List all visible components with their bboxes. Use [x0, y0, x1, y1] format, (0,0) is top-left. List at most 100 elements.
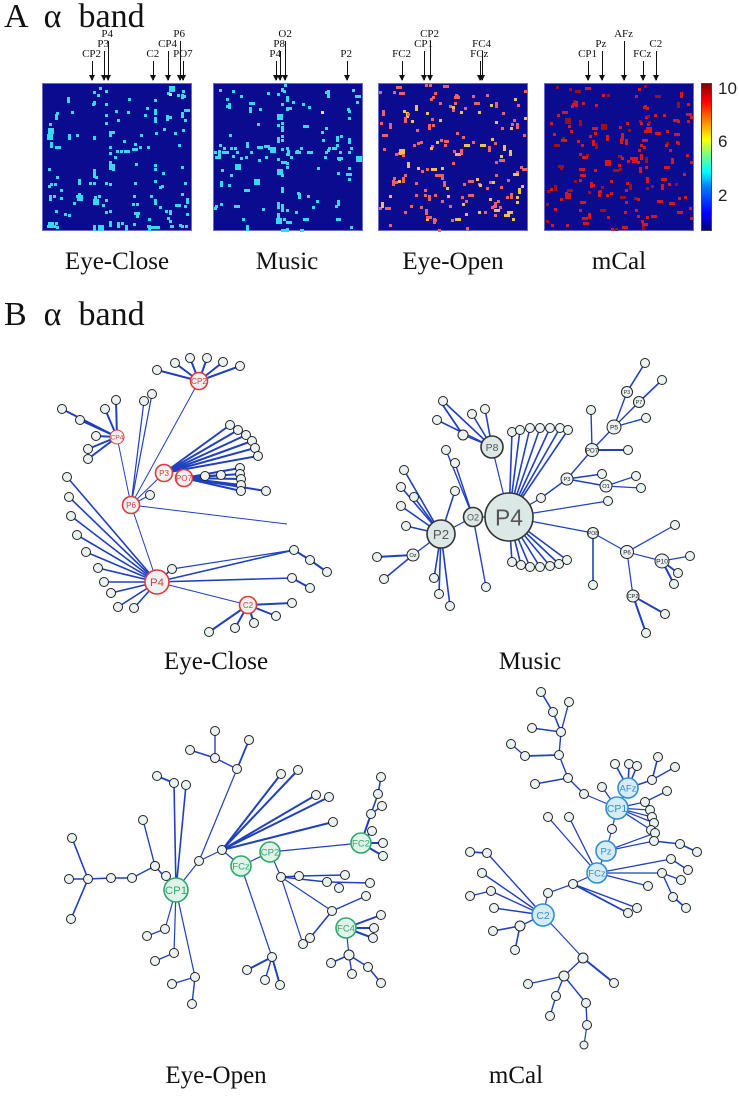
- arrow-head-icon: [621, 75, 627, 81]
- heatmap-cell: [277, 158, 280, 161]
- network-edge: [116, 436, 132, 506]
- heatmap-cell: [497, 200, 500, 203]
- network-node: P5: [606, 419, 622, 435]
- heatmap-cell: [151, 226, 154, 229]
- heatmap-cell: [184, 182, 187, 185]
- heatmap-cell: [336, 136, 339, 142]
- arrow-head-icon: [479, 75, 485, 81]
- network-edge: [156, 581, 249, 606]
- heatmap-cell: [661, 178, 667, 181]
- heatmap-cell: [431, 145, 434, 148]
- heatmap-cell: [249, 102, 255, 105]
- network-edge: [130, 504, 158, 583]
- network-node: [242, 965, 252, 975]
- heatmap-cell: [446, 140, 449, 143]
- network-node: [367, 826, 377, 836]
- network-edge: [486, 852, 544, 916]
- marker-label: CP1: [414, 38, 434, 50]
- heatmap-cell: [132, 203, 135, 206]
- network-node: [506, 739, 516, 749]
- heatmap-cell: [510, 127, 513, 130]
- heatmap-cell: [684, 196, 687, 199]
- heatmap-cell: [139, 146, 142, 149]
- heatmap-cell: [415, 182, 418, 185]
- network-node: [515, 425, 525, 435]
- network-node: [267, 952, 277, 962]
- heatmap-cell: [557, 114, 560, 117]
- heatmap-cell: [257, 146, 263, 149]
- network-node: [202, 353, 212, 363]
- network-node: [328, 817, 338, 827]
- arrow-head-icon: [599, 75, 605, 81]
- caption-a-mcal: mCal: [591, 248, 647, 275]
- marker-arrow-p3: [101, 51, 107, 81]
- marker-label: P6: [173, 28, 186, 40]
- network-node: [152, 365, 162, 375]
- heatmap-cell: [249, 107, 252, 113]
- heatmap-cell: [546, 203, 549, 206]
- arrow-head-icon: [427, 75, 433, 81]
- heatmap-cell: [105, 211, 108, 214]
- heatmap-cell: [479, 184, 482, 187]
- heatmap-cell: [286, 162, 289, 165]
- heatmap-cell: [565, 193, 571, 199]
- marker-arrow-c2: [653, 51, 659, 81]
- network-edge: [163, 429, 239, 474]
- heatmap-cell: [499, 159, 505, 162]
- heatmap-cell: [476, 178, 479, 181]
- heatmap-cell: [117, 119, 120, 122]
- heatmap-cell: [579, 209, 582, 212]
- network-node: [287, 598, 297, 608]
- network-node: [681, 903, 691, 913]
- network-node: [379, 574, 389, 584]
- heatmap-cell: [407, 113, 410, 116]
- network-node: [548, 707, 558, 717]
- heatmap-cell: [510, 193, 513, 196]
- heatmap-cell: [286, 228, 289, 231]
- network-node: [190, 972, 200, 982]
- heatmap-cell: [303, 125, 309, 128]
- heatmap-cell: [281, 187, 284, 193]
- network-node: [111, 395, 121, 405]
- network-edge: [331, 895, 367, 912]
- svg-text:P2: P2: [433, 527, 449, 542]
- heatmap-cell: [134, 212, 140, 215]
- heatmap-cell: [78, 193, 81, 196]
- heatmap-cell: [226, 98, 229, 101]
- network-edge: [626, 524, 676, 553]
- marker-arrow-fc4: [479, 51, 485, 81]
- heatmap-cell: [664, 166, 670, 169]
- heatmap-cell: [93, 136, 96, 139]
- heatmap-cell: [223, 151, 229, 154]
- heatmap-cell: [402, 177, 405, 183]
- network-node: [668, 892, 678, 902]
- heatmap-cell: [635, 209, 638, 212]
- heatmap-cell: [133, 223, 136, 226]
- heatmap-cell: [286, 221, 292, 224]
- heatmap-cell: [601, 186, 604, 189]
- heatmap-cell: [441, 174, 444, 180]
- heatmap-cell: [500, 155, 503, 158]
- network-node: [298, 939, 308, 949]
- heatmap-cell: [569, 88, 572, 91]
- marker-arrow-cp4: [165, 51, 171, 81]
- arrow-head-icon: [344, 75, 350, 81]
- heatmap-cell: [154, 199, 157, 202]
- heatmap-cell: [495, 161, 498, 164]
- heatmap-cell: [655, 132, 661, 135]
- network-node: [72, 530, 82, 540]
- network-node: [609, 978, 619, 988]
- svg-text:P3: P3: [159, 469, 169, 478]
- heatmap-cell: [398, 180, 401, 183]
- network-node: [57, 404, 67, 414]
- heatmap-cell: [267, 92, 270, 95]
- network-node: [66, 511, 76, 521]
- heatmap-cell: [501, 127, 504, 130]
- network-node: [545, 561, 555, 571]
- network-edge: [527, 975, 565, 985]
- heatmap-cell: [356, 101, 359, 104]
- heatmap-cell: [76, 134, 79, 137]
- heatmap-cell: [516, 123, 519, 129]
- heatmap-cell: [337, 200, 340, 206]
- network-node: [150, 861, 160, 871]
